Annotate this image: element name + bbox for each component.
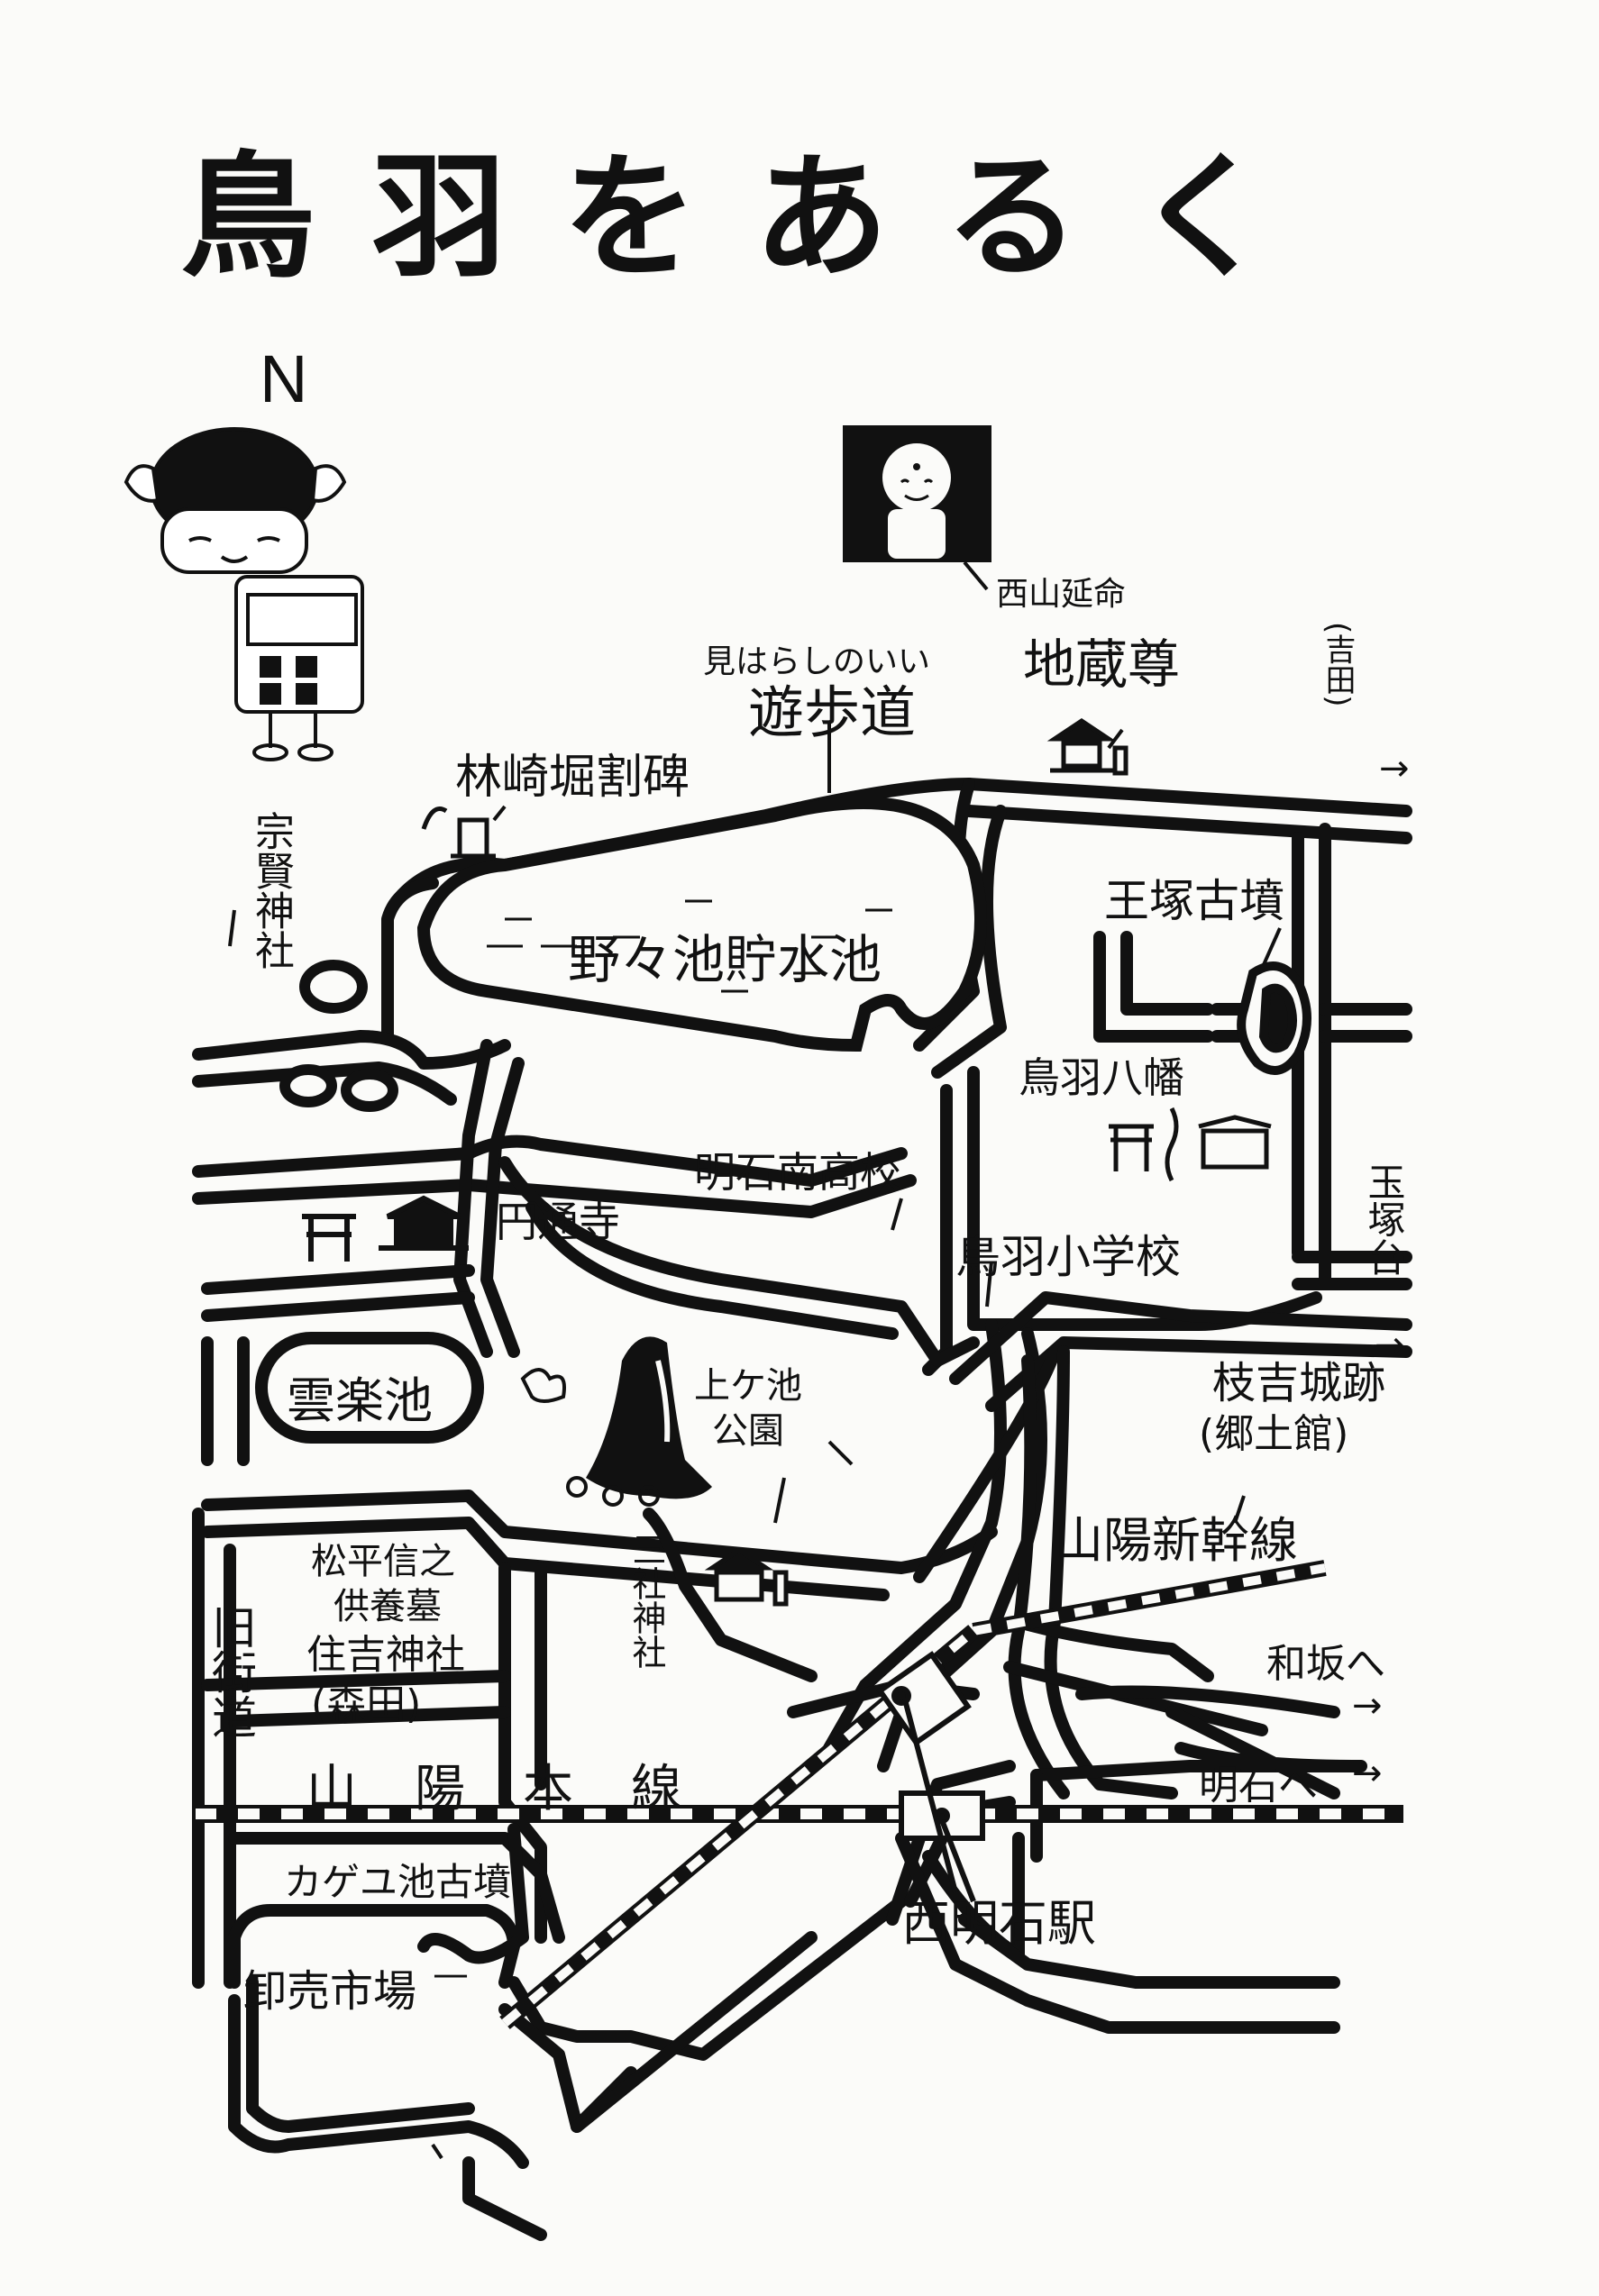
akashi-label: 明石へ: [1199, 1763, 1318, 1809]
toba-hachiman-label: 鳥羽八幡: [1019, 1053, 1184, 1102]
matsudaira-label-2: 供養墓: [334, 1586, 442, 1627]
page-title: 鳥羽をあるく: [180, 140, 1328, 296]
jizo-icon: [843, 425, 991, 591]
jizo-small-label: 西山延命: [996, 576, 1127, 613]
kamigaike-park-label-1: 上ケ池: [694, 1365, 802, 1407]
shinkansen-label: 山陽新幹線: [1055, 1512, 1298, 1569]
nishi-akashi-station-label: 西明石駅: [901, 1895, 1096, 1952]
yoshida-arrow: →: [1379, 748, 1410, 789]
north-indicator: N: [260, 342, 308, 416]
hayashizaki-label: 林崎堀割碑: [455, 751, 690, 805]
nonoike-label: 野々池貯水池: [568, 929, 882, 990]
munekata-label: 宗賢神社: [248, 811, 294, 970]
toba-hachiman-shrine-icon: [1109, 1107, 1272, 1182]
jizo-label: 地蔵尊: [1023, 633, 1181, 695]
edayoshi-label-2: (郷土館): [1199, 1411, 1349, 1457]
kamigaike-park-label-2: 公園: [712, 1410, 784, 1452]
tamazuka-kofun-label: 王塚古墳: [1104, 875, 1284, 927]
yoshida-label: (吉田): [1320, 622, 1356, 707]
kamigaike-hill-icon: [520, 1336, 712, 1507]
jizo-shrine-icon: [1046, 717, 1128, 776]
market-dash: —: [433, 1954, 469, 1995]
edayoshi-label-1: 枝吉城跡: [1212, 1358, 1386, 1408]
view-path-note: 見はらしのいい: [703, 643, 931, 680]
wasaka-arrow: →: [1352, 1685, 1383, 1727]
nonoike-reservoir: [416, 797, 987, 1052]
edayoshi-arrow: →: [1375, 1325, 1405, 1366]
leader-lines: [228, 721, 1282, 2160]
wasaka-label: 和坂へ: [1266, 1641, 1385, 1687]
promenade-label: 遊歩道: [748, 679, 917, 745]
market-label: 卸売市場: [243, 1966, 417, 2017]
morita-label: (森田): [311, 1681, 422, 1727]
ungakuike-label: 雲楽池: [287, 1372, 433, 1429]
akashi-arrow: →: [1352, 1753, 1383, 1794]
matsudaira-label-1: 松平信之: [311, 1541, 455, 1582]
tamazukadai-dot: •: [1388, 1239, 1410, 1280]
entsuji-label: 円通寺: [496, 1198, 620, 1246]
old-road-label: 旧街道: [205, 1604, 257, 1739]
entsuji-temple-icon: [302, 1195, 469, 1262]
sansha-label: 三社神社: [626, 1532, 666, 1669]
railways: [192, 1560, 1403, 2029]
ungakuike-pond: [255, 1332, 484, 1444]
small-ponds: [279, 960, 398, 1112]
minami-high-label: 明石南高校: [694, 1148, 901, 1197]
tamazukadai-label: 玉塚台: [1362, 1162, 1406, 1276]
girl-mascot-icon: [123, 427, 364, 761]
nishi-akashi-station-icon: [876, 1651, 985, 1903]
hayashizaki-monument-icon: [421, 806, 496, 859]
tamazuka-kofun-icon: [1237, 961, 1311, 1075]
toba-elem-label: 鳥羽小学校: [955, 1231, 1181, 1283]
sanyo-line-label: 山陽本線: [306, 1760, 739, 1818]
sansha-shrine-icon: [704, 1546, 789, 1607]
kagutaike-label: カゲユ池古墳: [284, 1860, 512, 1904]
sumiyoshi-label: 住吉神社: [306, 1632, 465, 1678]
